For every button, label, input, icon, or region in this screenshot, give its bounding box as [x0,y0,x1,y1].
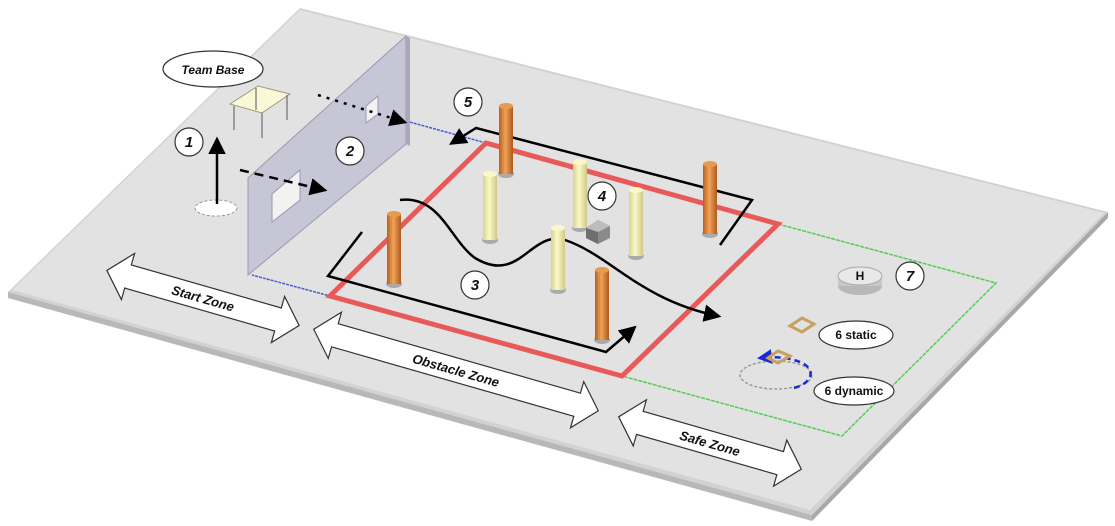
team-base-table [228,85,292,138]
path-3-curve [399,198,722,322]
pole-yellow [572,159,588,232]
path-arrow-over-wall [317,93,408,127]
svg-text:1: 1 [185,134,193,151]
path-3-lower [325,231,637,354]
static-target [787,316,817,334]
dynamic-target-track [739,349,813,390]
svg-text:6 dynamic: 6 dynamic [825,384,884,398]
pole-yellow [628,187,644,260]
pole-orange [498,103,514,178]
marker-1: 1 [174,127,204,157]
svg-text:5: 5 [464,94,473,111]
start-pad [194,136,238,217]
svg-text:2: 2 [345,143,355,160]
svg-text:7: 7 [906,268,915,285]
svg-text:H: H [856,269,865,283]
obstacle-block [586,220,610,244]
marker-4: 4 [587,181,617,211]
path-5 [449,126,755,246]
helipad: H [837,266,883,295]
svg-text:4: 4 [597,188,607,205]
team-base-label: Team Base [162,50,264,88]
pole-orange [594,267,610,344]
pole-yellow [550,225,566,294]
six-dynamic-label: 6 dynamic [813,376,895,406]
pole-yellow [482,171,498,244]
marker-2: 2 [335,136,365,166]
pole-orange [702,161,718,238]
marker-5: 5 [453,87,483,117]
svg-text:Team Base: Team Base [182,63,245,77]
svg-text:6 static: 6 static [835,328,877,342]
pole-orange [386,211,402,288]
obstacle-zone-border [325,140,783,379]
six-static-label: 6 static [818,320,894,350]
svg-text:3: 3 [471,277,480,294]
marker-3: 3 [460,270,490,300]
marker-7: 7 [895,261,925,291]
